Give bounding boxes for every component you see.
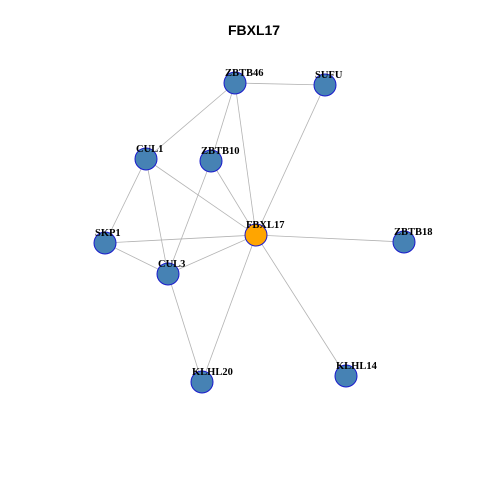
node-cul3[interactable] [156,262,180,286]
node-label-sufu: SUFU [315,70,343,81]
edge-zbtb10-cul3 [167,160,212,275]
edge-fbxl17-klhl20 [201,234,257,383]
edge-zbtb10-fbxl17 [210,160,257,236]
edge-zbtb46-fbxl17 [234,82,257,236]
node-label-klhl20: KLHL20 [192,367,233,378]
node-label-fbxl17: FBXL17 [246,220,285,231]
node-label-zbtb10: ZBTB10 [201,146,240,157]
edge-cul1-fbxl17 [145,158,257,236]
edge-cul3-klhl20 [167,273,203,383]
edges-layer [104,82,405,383]
edge-fbxl17-klhl14 [255,234,347,377]
edge-fbxl17-skp1 [104,234,257,244]
node-label-cul3: CUL3 [158,259,185,270]
edge-fbxl17-zbtb18 [255,234,405,243]
node-cul1[interactable] [134,147,158,171]
node-label-skp1: SKP1 [95,228,121,239]
node-label-zbtb46: ZBTB46 [225,68,264,79]
node-zbtb46[interactable] [223,71,247,95]
node-klhl14[interactable] [334,364,358,388]
node-label-cul1: CUL1 [136,144,163,155]
node-klhl20[interactable] [190,370,214,394]
edge-cul1-cul3 [145,158,169,275]
node-zbtb18[interactable] [392,230,416,254]
nodes-layer [93,71,416,394]
edge-cul1-skp1 [104,158,147,244]
node-skp1[interactable] [93,231,117,255]
edge-zbtb46-sufu [234,82,326,86]
edge-zbtb46-cul1 [145,82,236,160]
edge-sufu-fbxl17 [255,84,326,236]
edge-skp1-cul3 [104,242,169,275]
edge-fbxl17-cul3 [167,234,257,275]
diagram-title: FBXL17 [228,22,280,38]
node-label-klhl14: KLHL14 [336,361,378,372]
node-fbxl17[interactable] [244,223,268,247]
node-sufu[interactable] [313,73,337,97]
edge-zbtb46-zbtb10 [210,82,236,162]
node-label-zbtb18: ZBTB18 [394,227,433,238]
node-zbtb10[interactable] [199,149,223,173]
